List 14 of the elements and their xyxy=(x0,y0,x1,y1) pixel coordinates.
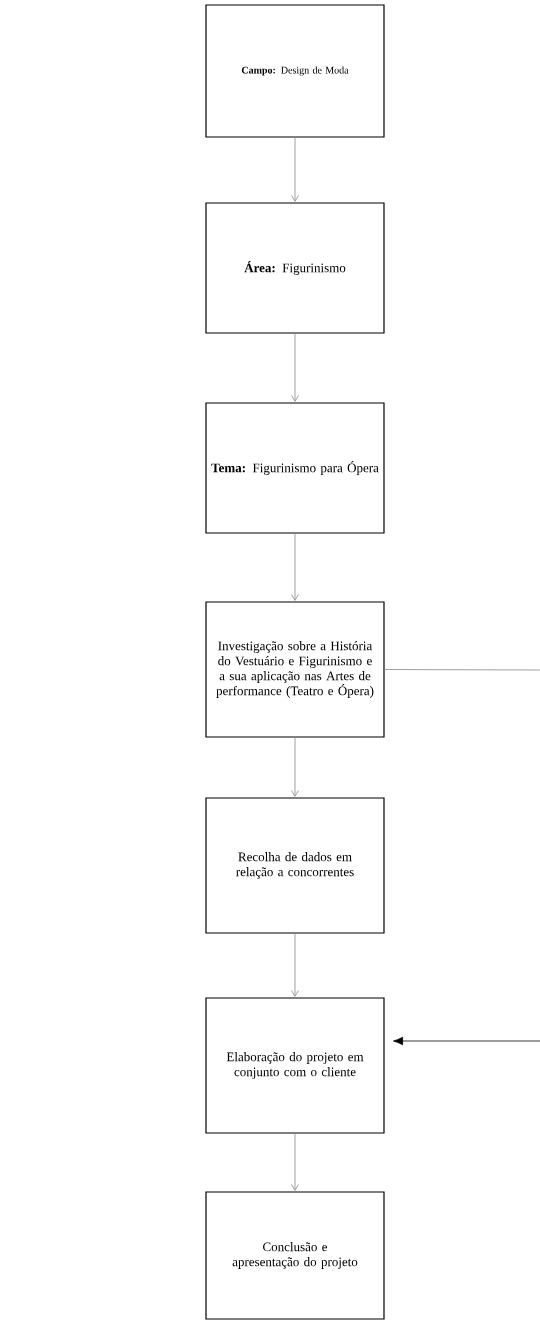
arrow xyxy=(291,933,299,997)
process-box: Recolha de dados em relação a concorrentes xyxy=(205,797,385,934)
arrow xyxy=(291,737,299,797)
process-box: Elaboração do projeto em conjunto com o cliente xyxy=(205,997,385,1134)
process-box: Investigação sobre a História do Vestuário e Figurinismo e a sua aplicação nas Artes de performance (Teatro e Ópera) xyxy=(205,601,385,738)
arrow xyxy=(393,1036,540,1046)
process-box: Área: Figurinismo xyxy=(205,202,385,334)
process-box: Conclusão e apresentação do projeto xyxy=(205,1191,385,1320)
process-box: Campo: Design de Moda xyxy=(205,4,385,138)
arrow xyxy=(291,533,299,601)
arrow xyxy=(291,1133,299,1191)
arrow xyxy=(291,137,299,202)
process-box: Tema: Figurinismo para Ópera xyxy=(205,402,385,534)
arrow xyxy=(291,333,299,402)
